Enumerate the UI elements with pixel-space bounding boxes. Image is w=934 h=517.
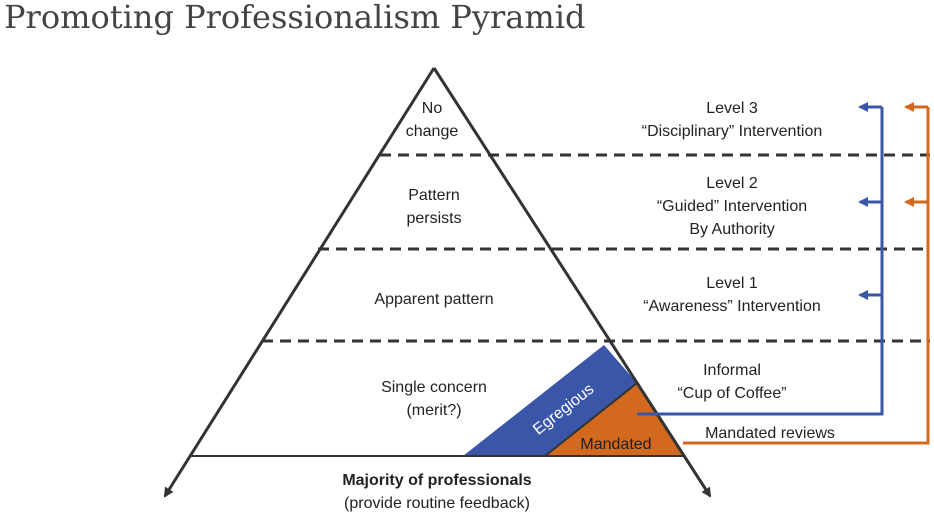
informal-desc: “Cup of Coffee” — [677, 385, 786, 402]
level-2-label-2: persists — [406, 210, 461, 227]
egregious-escalation-line — [637, 107, 884, 416]
level-base-label-1: Single concern — [381, 379, 487, 396]
egregious-region — [463, 345, 637, 456]
level1-title: Level 1 — [706, 275, 758, 292]
base-sublabel: (provide routine feedback) — [344, 495, 530, 512]
level3-desc: “Disciplinary” Intervention — [642, 123, 823, 140]
page-title: Promoting Professionalism Pyramid — [4, 0, 586, 36]
mandated-escalation-line — [683, 107, 930, 445]
level2-desc-2: By Authority — [689, 221, 774, 238]
level2-title: Level 2 — [706, 175, 758, 192]
level-1-label: Apparent pattern — [374, 291, 493, 308]
level2-desc: “Guided” Intervention — [657, 198, 807, 215]
level3-title: Level 3 — [706, 100, 758, 117]
pyramid-right-edge — [432, 67, 712, 498]
base-label: Majority of professionals — [342, 472, 531, 489]
level1-desc: “Awareness” Intervention — [643, 298, 821, 315]
level-top-label-1: No — [422, 100, 443, 117]
egregious-divider — [544, 382, 638, 457]
level-base-label-2: (merit?) — [406, 402, 461, 419]
pyramid-left-edge — [163, 67, 436, 498]
mandated-label: Mandated — [580, 436, 651, 453]
level-top-label-2: change — [406, 123, 459, 140]
informal-title: Informal — [703, 362, 761, 379]
level-2-label-1: Pattern — [408, 187, 460, 204]
mandated-reviews-label: Mandated reviews — [705, 425, 835, 442]
